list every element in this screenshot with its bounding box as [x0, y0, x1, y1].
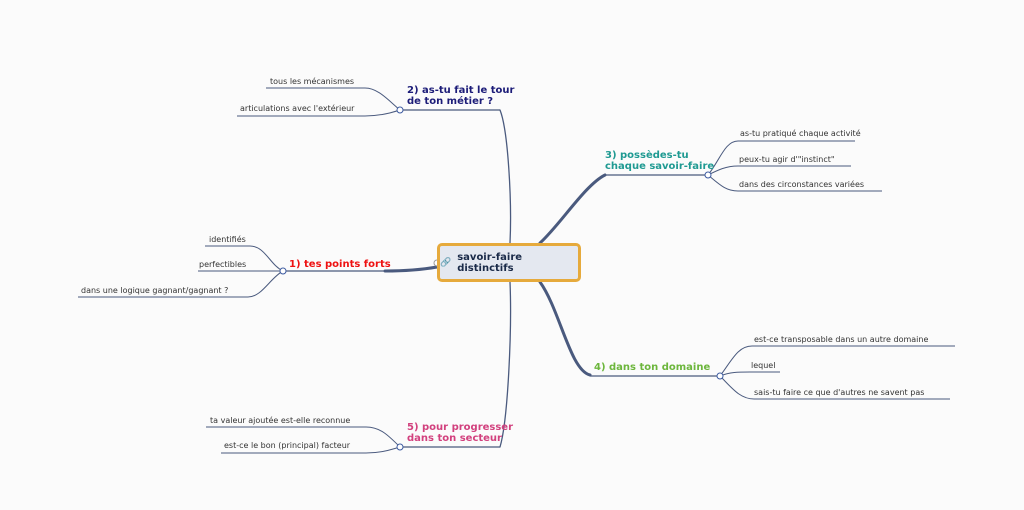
branch-2-label-line1: 2) as-tu fait le tour	[407, 85, 515, 96]
branch-3-label-line1: 3) possèdes-tu	[605, 150, 689, 161]
leaf-label[interactable]: articulations avec l'extérieur	[240, 104, 355, 113]
leaf-label[interactable]: est-ce le bon (principal) facteur	[224, 441, 351, 450]
branch-5-label-line2: dans ton secteur	[407, 433, 502, 444]
leaf-label[interactable]: identifiés	[209, 235, 246, 244]
connector-branch-1	[383, 265, 439, 273]
central-topic[interactable]: 🔗 savoir-faire distinctifs	[437, 243, 581, 282]
branch-1-label[interactable]: 1) tes points forts	[289, 259, 391, 270]
leaf-label[interactable]: tous les mécanismes	[270, 77, 355, 86]
connector-branch-5	[499, 281, 512, 448]
branch-2-label[interactable]: 2) as-tu fait le tour de ton métier ?	[407, 85, 514, 107]
collapse-toggle-branch-3[interactable]	[704, 171, 712, 179]
branch-3-label[interactable]: 3) possèdes-tu chaque savoir-faire	[605, 150, 714, 172]
leaf-label[interactable]: dans des circonstances variées	[739, 180, 865, 189]
link-icon: 🔗	[440, 257, 452, 268]
collapse-toggle-branch-5[interactable]	[396, 443, 404, 451]
branch-5-label[interactable]: 5) pour progresser dans ton secteur	[407, 422, 513, 444]
connector-branch-3	[538, 173, 607, 245]
leaf-label[interactable]: ta valeur ajoutée est-elle reconnue	[210, 416, 351, 425]
collapse-toggle-branch-1[interactable]	[279, 267, 287, 275]
branch-2-label-line2: de ton métier ?	[407, 96, 494, 107]
leaf-label[interactable]: peux-tu agir d'"instinct"	[739, 155, 835, 164]
leaf-label[interactable]: est-ce transposable dans un autre domain…	[754, 335, 929, 344]
leaf-label[interactable]: as-tu pratiqué chaque activité	[740, 129, 861, 138]
leaf-label[interactable]: perfectibles	[199, 260, 247, 269]
leaf-label[interactable]: lequel	[751, 361, 776, 370]
leaf-label[interactable]: sais-tu faire ce que d'autres ne savent …	[754, 388, 925, 397]
collapse-toggle-branch-2[interactable]	[396, 106, 404, 114]
leaf-label[interactable]: dans une logique gagnant/gagnant ?	[81, 286, 229, 295]
branch-5-label-line1: 5) pour progresser	[407, 422, 514, 433]
connector-branch-2	[499, 109, 512, 244]
branch-3-label-line2: chaque savoir-faire	[605, 161, 715, 172]
collapse-toggle-branch-4[interactable]	[716, 372, 724, 380]
branch-4-label[interactable]: 4) dans ton domaine	[594, 362, 711, 373]
connector-branch-4	[538, 280, 592, 377]
central-topic-label: savoir-faire distinctifs	[457, 251, 523, 274]
